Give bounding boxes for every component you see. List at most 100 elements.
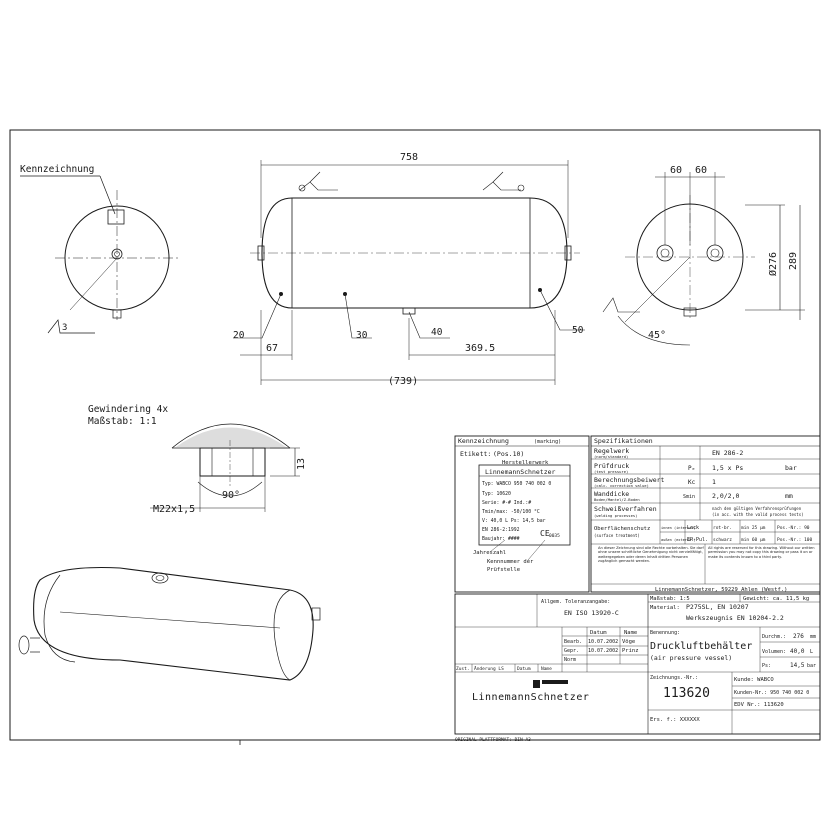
title-block: Allgem. Toleranzangabe: EN ISO 13920-C D…	[454, 593, 821, 735]
side-view: 758 20 30 40 50	[233, 152, 585, 387]
spec-row-3-sym: Kc	[688, 479, 696, 486]
volumen-unit: L	[810, 649, 813, 655]
thread-scale: Maßstab: 1:1	[88, 416, 157, 427]
spec-row-3-value: 1	[712, 478, 716, 486]
name2-label: Name	[541, 666, 552, 672]
ps-label: Ps:	[762, 663, 771, 669]
spec-row-4-label: Wanddicke	[594, 490, 629, 498]
zust-label: Zust.	[456, 666, 470, 672]
pos-20: 20	[233, 330, 245, 341]
kennnummer-2: Prüfstelle	[487, 567, 520, 573]
footer-format: ORIGINAL PLATTFORMAT: DIN A3	[455, 737, 531, 743]
bearb-date: 10.07.2002	[588, 639, 618, 645]
dim-3: 3	[62, 323, 67, 333]
spec-row-4-value: 2,0/2,0	[712, 492, 739, 500]
surface-2-thick: min 60 µm	[741, 537, 766, 543]
thread-detail: Gewindering 4x Maßstab: 1:1 13 90° M22x1…	[88, 404, 307, 515]
datum2-label: Datum	[517, 666, 531, 672]
surface-label: Oberflächenschutz	[594, 526, 650, 532]
dim-90-deg: 90°	[222, 490, 240, 501]
material-2: Werkszeugnis EN 10204-2.2	[686, 614, 784, 622]
nameplate-line-1: Typ: WABCO 950 740 002 0	[482, 481, 551, 487]
left-end-view: Kennzeichnung 3	[20, 164, 180, 334]
col-name: Name	[624, 630, 637, 636]
company-logo: LinnemannSchnetzer	[472, 692, 589, 703]
nameplate-brand: LinnemannSchnetzer	[485, 468, 556, 476]
logo-mark-left	[533, 680, 540, 688]
dim-60-left: 60	[670, 165, 682, 176]
massstab: Maßstab: 1:5	[650, 596, 690, 602]
nameplate-line-7: Baujahr: ####	[482, 536, 520, 542]
gepr-date: 10.07.2002	[588, 648, 618, 654]
zeichnungs-label: Zeichnungs.-Nr.:	[650, 675, 698, 681]
spec-row-1-value: EN 286-2	[712, 449, 743, 457]
dim-276: Ø276	[767, 252, 779, 276]
thread-ring	[199, 447, 266, 477]
nameplate-line-2: Typ: 10620	[482, 491, 511, 497]
material-label: Material:	[650, 605, 680, 611]
weld-value-1: nach den gültigen Verfahrensprüfungen	[712, 506, 802, 511]
pos-30: 30	[356, 330, 368, 341]
nameplate-line-5: V: 40,0 L Ps: 14,5 bar	[482, 518, 546, 524]
spec-row-2-sub: (test pressure)	[594, 469, 628, 474]
surface-1-color: rot-br.	[713, 525, 732, 531]
ers: Ers. f.: XXXXXX	[650, 717, 700, 723]
bearb-name: Vöge	[622, 639, 635, 645]
spec-row-1-sub: (norm/standard)	[594, 454, 628, 459]
ce-mark: CE	[540, 529, 550, 538]
kunde: Kunde: WABCO	[734, 677, 774, 683]
benennung: Druckluftbehälter	[650, 641, 752, 652]
ce-number: 0035	[549, 533, 560, 539]
dim-739: (739)	[388, 376, 418, 387]
right-end-view: 60 60 Ø276 289 45°	[602, 165, 805, 346]
nameplate-line-6: EN 286-2:1992	[482, 527, 520, 533]
volumen-label: Volumen:	[762, 649, 786, 655]
spec-header: Spezifikationen	[594, 437, 653, 445]
dim-289: 289	[788, 252, 799, 270]
etikett-pos: (Pos.10)	[493, 450, 524, 458]
weld-sub: (welding processes)	[594, 513, 637, 518]
herstellerwerk: Herstellerwerk	[502, 460, 549, 466]
nameplate-line-4: Tmin/max: -50/100 °C	[482, 509, 540, 515]
volumen-value: 40,0	[790, 648, 805, 655]
marking-section: Kennzeichnung (marking) Etikett: (Pos.10…	[454, 435, 590, 593]
spec-row-4-sym: Smin	[683, 494, 695, 500]
spec-row-3-sub: (calc. correction value)	[594, 483, 649, 488]
norm-label: Norm	[564, 657, 576, 663]
etikett-label: Etikett:	[460, 450, 491, 458]
notice-en: All rights are reserved for this drawing…	[708, 546, 815, 559]
surface-1-type: Lack	[687, 525, 699, 531]
spec-row-2-unit: bar	[785, 464, 797, 472]
tolerance-label: Allgem. Toleranzangabe:	[541, 599, 610, 605]
iso-vessel-outline	[33, 566, 314, 681]
marking-header: Kennzeichnung	[458, 437, 509, 445]
zeichnungs-nr: 113620	[663, 686, 710, 701]
durchm-unit: mm	[810, 634, 816, 640]
nameplate-line-3: Serie: #-# Ind.:#	[482, 500, 531, 506]
kunden-nr: Kunden-Nr.: 950 740 002 0	[734, 690, 809, 696]
dim-758: 758	[400, 152, 418, 163]
dim-60-right: 60	[695, 165, 707, 176]
drawing-frame	[9, 129, 821, 741]
material-1: P275SL, EN 10207	[686, 603, 749, 611]
gepr-name: Prinz	[622, 648, 639, 654]
surface-2-side: außen (external)	[661, 538, 696, 542]
spec-row-2-sym: Pₑ	[688, 465, 695, 472]
surface-1-side: innen (internal)	[661, 526, 696, 530]
kennnummer-1: Kennnummer der	[487, 559, 534, 565]
surface-2-type: EP-Pul.	[687, 537, 708, 543]
spec-row-4-sub: Boden/Mantel/Z-Boden	[594, 497, 640, 502]
pos-40: 40	[431, 327, 443, 338]
dim-67: 67	[266, 343, 278, 354]
spec-row-2-value: 1,5 x Ps	[712, 464, 743, 472]
label-kennzeichnung: Kennzeichnung	[20, 164, 94, 175]
company-address: LinnemannSchnetzer, 59229 Ahlen (Westf.)	[655, 587, 787, 593]
spec-section: Spezifikationen Regelwerk (norm/standard…	[590, 435, 821, 593]
thread-title: Gewindering 4x	[88, 404, 168, 415]
spec-row-1-label: Regelwerk	[594, 447, 629, 455]
benennung-label: Benennung:	[650, 630, 680, 636]
logo-mark-right	[542, 680, 568, 684]
weld-value-2: (in acc. with the valid process tests)	[712, 512, 804, 517]
edv-nr: EDV Nr.: 113620	[734, 702, 784, 708]
benennung-en: (air pressure vessel)	[650, 654, 732, 662]
